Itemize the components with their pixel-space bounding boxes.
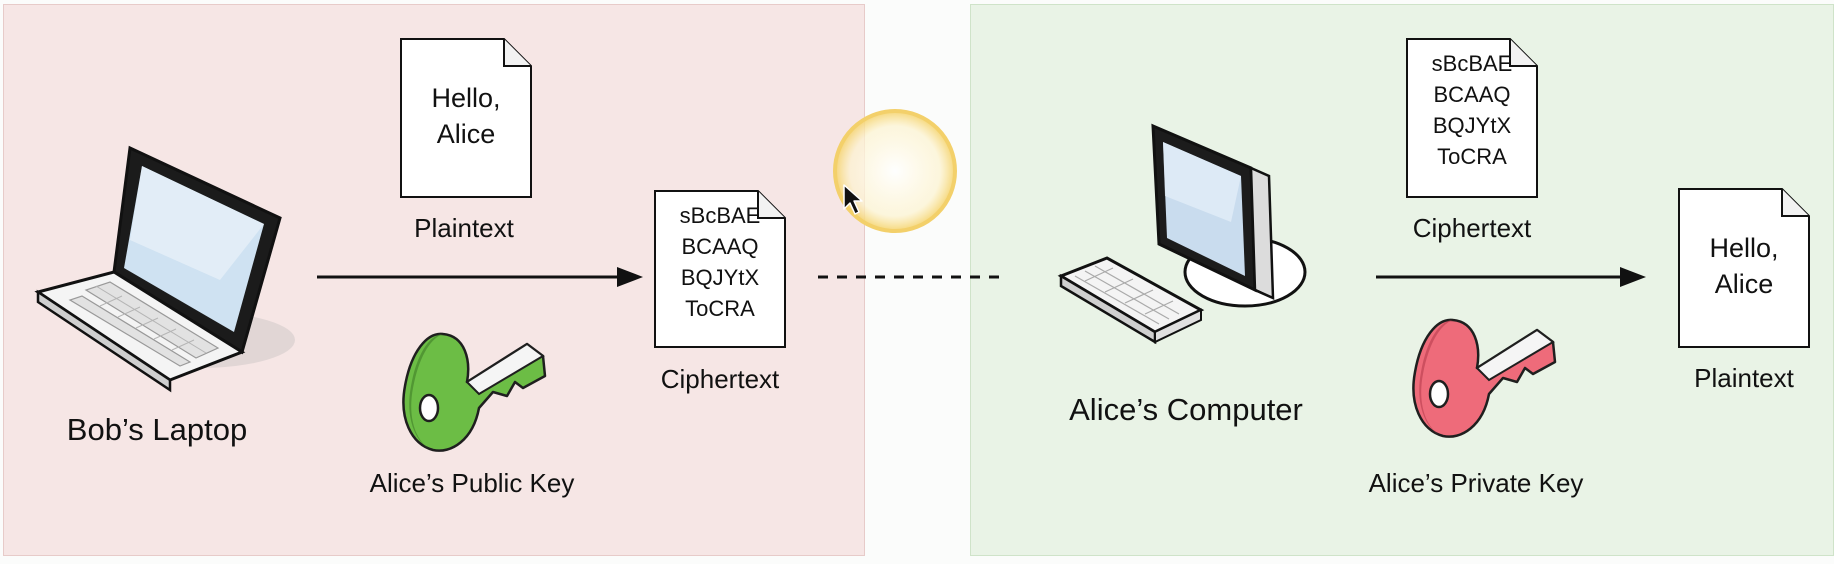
mouse-pointer-icon (843, 184, 863, 215)
sender-device-label: Bob’s Laptop (66, 412, 248, 447)
transmission-line (818, 275, 1002, 279)
doc-line: sBcBAE (1431, 51, 1513, 76)
plaintext-content: Hello, Alice (400, 80, 532, 152)
doc-line: ToCRA (685, 296, 755, 321)
received-ciphertext-document: sBcBAE BCAAQ BQJYtX ToCRA (1406, 38, 1538, 198)
decrypted-plaintext-document: Hello, Alice (1678, 188, 1810, 348)
private-key-caption: Alice’s Private Key (1368, 468, 1584, 498)
ciphertext-content: sBcBAE BCAAQ BQJYtX ToCRA (1406, 48, 1538, 172)
private-key-icon (1412, 318, 1557, 438)
cursor-highlight (833, 109, 957, 233)
doc-line: BQJYtX (1432, 113, 1512, 138)
doc-line: Alice (436, 119, 496, 149)
encrypt-arrow (317, 267, 643, 287)
ciphertext-caption: Ciphertext (660, 364, 780, 394)
ciphertext-content: sBcBAE BCAAQ BQJYtX ToCRA (654, 200, 786, 324)
plaintext-document: Hello, Alice (400, 38, 532, 198)
ciphertext-document-icon (654, 190, 786, 348)
doc-line: Alice (1714, 269, 1774, 299)
plaintext-caption: Plaintext (414, 213, 514, 243)
doc-line: BCAAQ (681, 234, 759, 259)
plaintext-document-icon (400, 38, 532, 198)
decrypt-arrow (1376, 267, 1646, 287)
receiver-device-label: Alice’s Computer (1069, 392, 1303, 427)
doc-line: Hello, (1709, 233, 1779, 263)
doc-line: BCAAQ (1433, 82, 1511, 107)
doc-line: ToCRA (1437, 144, 1507, 169)
doc-line: sBcBAE (679, 203, 761, 228)
plaintext-document-icon (1678, 188, 1810, 348)
laptop-icon (34, 145, 295, 393)
decrypted-plaintext-caption: Plaintext (1694, 363, 1794, 393)
ciphertext-document: sBcBAE BCAAQ BQJYtX ToCRA (654, 190, 786, 348)
public-key-icon (402, 332, 547, 452)
public-key-caption: Alice’s Public Key (369, 468, 575, 498)
desktop-computer-icon (1057, 123, 1307, 345)
received-ciphertext-caption: Ciphertext (1412, 213, 1532, 243)
doc-line: Hello, (431, 83, 501, 113)
doc-line: BQJYtX (680, 265, 760, 290)
ciphertext-document-icon (1406, 38, 1538, 198)
plaintext-content: Hello, Alice (1678, 230, 1810, 302)
